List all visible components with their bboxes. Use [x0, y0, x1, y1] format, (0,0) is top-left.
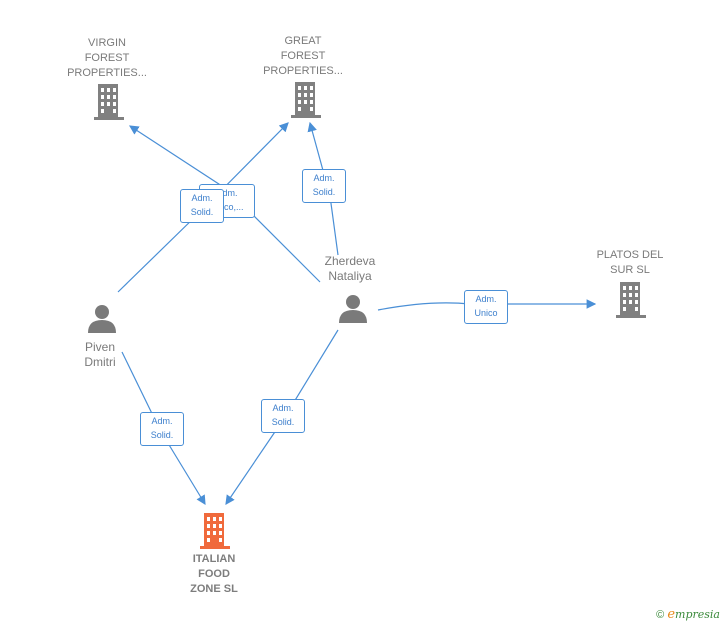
label-line: ITALIAN [192, 553, 236, 565]
edge-label-line: Adm. [313, 173, 335, 183]
edge-label-line: Adm. [191, 193, 213, 203]
edge-label-zherdeva-italian[interactable]: Adm. Solid. [261, 399, 305, 433]
label-line: Piven [84, 340, 116, 354]
edge-label-line: Solid. [312, 187, 336, 197]
node-label-piven[interactable]: Piven Dmitri [60, 340, 140, 370]
edge-label-piven-italian[interactable]: Adm. Solid. [140, 412, 184, 446]
label-line: FOOD [198, 568, 230, 580]
node-label-great[interactable]: GREAT FOREST PROPERTIES... [248, 34, 358, 79]
label-line: Nataliya [328, 269, 372, 283]
empresia-credit[interactable]: © empresia [656, 607, 720, 622]
building-icon[interactable] [291, 82, 321, 118]
label-line: Dmitri [84, 355, 116, 369]
edge-label-line: Unico,... [210, 202, 244, 212]
edge-label-line: Adm. [272, 403, 294, 413]
label-line: Zherdeva [324, 254, 376, 268]
person-icon[interactable] [337, 293, 369, 323]
edge-label-zherdeva-platos[interactable]: Adm. Unico [464, 290, 508, 324]
edge-label-line: Solid. [150, 430, 174, 440]
edge-label-line: Unico [474, 308, 498, 318]
edge-label-line: Adm. [151, 416, 173, 426]
label-line: FOREST [84, 52, 130, 64]
node-label-zherdeva[interactable]: Zherdeva Nataliya [305, 254, 395, 284]
brand-initial: e [667, 607, 676, 622]
building-icon[interactable] [94, 84, 124, 120]
label-line: PROPERTIES... [263, 65, 343, 77]
building-icon[interactable] [616, 282, 646, 318]
label-line: SUR SL [610, 264, 650, 276]
brand-name: mpresia [675, 608, 720, 621]
edge-label-piven-great[interactable]: Adm. Solid. [180, 189, 224, 223]
edge-label-zherdeva-great[interactable]: Adm. Solid. [302, 169, 346, 203]
label-line: PROPERTIES... [67, 67, 147, 79]
label-line: PLATOS DEL [596, 249, 664, 261]
building-icon[interactable] [200, 513, 230, 549]
label-line: FOREST [280, 50, 326, 62]
node-label-platos[interactable]: PLATOS DEL SUR SL [580, 248, 680, 278]
edge-label-line: Adm. [216, 188, 238, 198]
copyright-symbol: © [656, 609, 665, 621]
person-icon[interactable] [86, 303, 118, 333]
edge-label-line: Solid. [190, 207, 214, 217]
label-line: ZONE SL [190, 583, 238, 595]
node-label-virgin[interactable]: VIRGIN FOREST PROPERTIES... [52, 36, 162, 81]
label-line: VIRGIN [88, 37, 126, 49]
node-label-italian[interactable]: ITALIAN FOOD ZONE SL [164, 552, 264, 597]
label-line: GREAT [284, 35, 322, 47]
edge-label-line: Solid. [271, 417, 295, 427]
edge-label-line: Adm. [475, 294, 497, 304]
